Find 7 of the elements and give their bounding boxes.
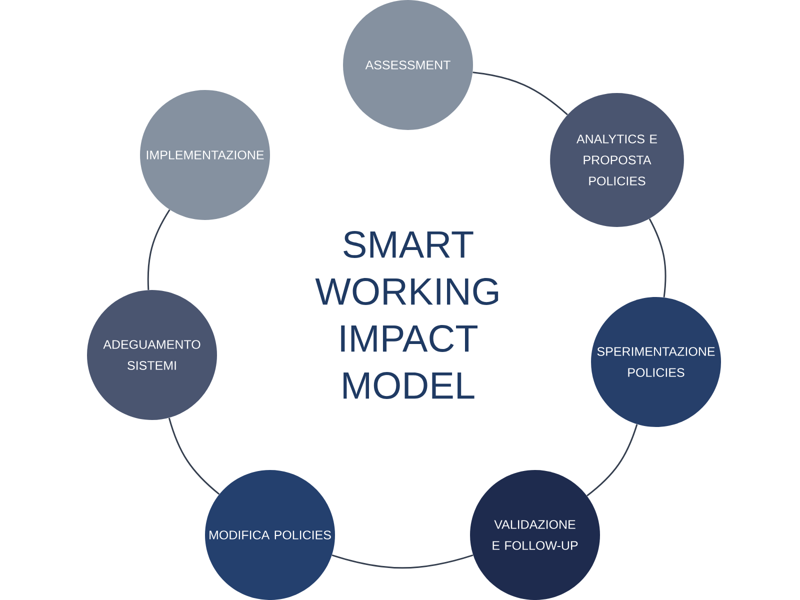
connector-arc — [147, 209, 170, 290]
connector-arc — [472, 72, 568, 116]
connector-arc — [168, 418, 220, 495]
title: SMART WORKING IMPACT MODEL — [315, 231, 498, 399]
connector-arc — [586, 424, 638, 496]
connector-arc — [332, 554, 474, 569]
connector-arc — [648, 218, 666, 298]
